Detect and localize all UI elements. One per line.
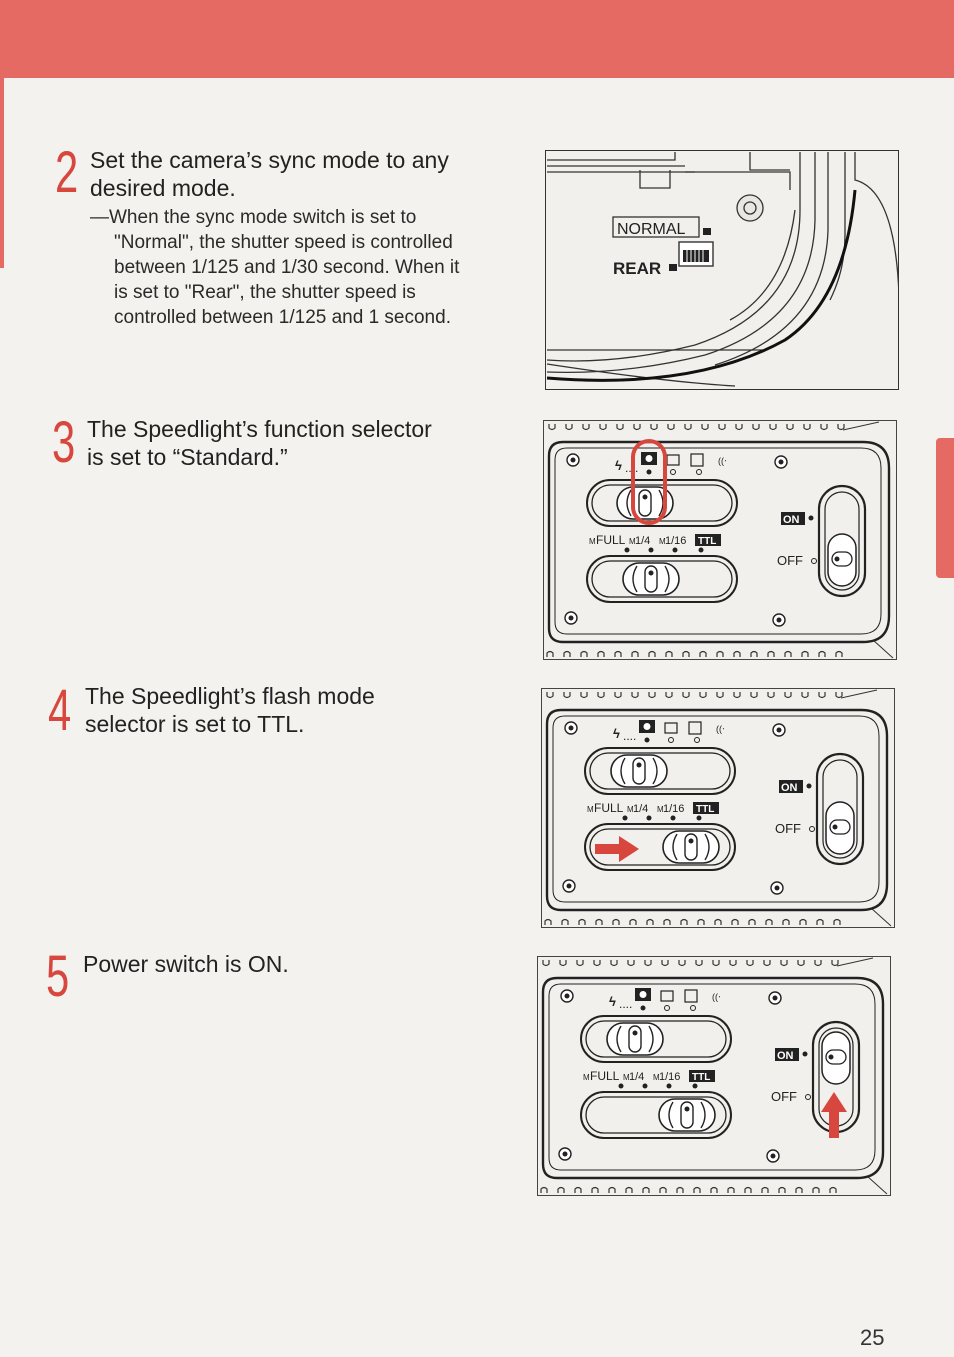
step-body: —When the sync mode switch is set to "No… — [90, 205, 459, 330]
on-badge — [779, 780, 803, 793]
off-label: OFF — [771, 1089, 797, 1104]
power-switch — [817, 484, 867, 598]
power-switch — [815, 752, 865, 866]
ttl-badge — [693, 802, 719, 814]
svg-text:M: M — [583, 1073, 590, 1082]
highlight-ring — [631, 439, 667, 525]
camera-outline-icon — [664, 722, 678, 734]
rear-label: REAR — [613, 259, 661, 278]
svg-text:1/16: 1/16 — [663, 803, 684, 815]
header-bar — [0, 0, 954, 78]
function-selector-slider — [586, 479, 738, 527]
wireless-icon: ((‧ — [718, 456, 727, 466]
step-heading-line: selector is set to TTL. — [85, 711, 305, 737]
svg-text:M: M — [629, 537, 636, 546]
on-label: ON — [781, 782, 798, 794]
step-heading-line: The Speedlight’s flash mode — [85, 683, 375, 709]
body-line: is set to "Rear", the shutter speed is — [114, 282, 416, 303]
step-number: 3 — [52, 410, 76, 475]
on-badge — [775, 1048, 799, 1061]
flash-mode-selector-slider — [580, 1091, 732, 1139]
wireless-icon: ((‧ — [712, 992, 721, 1002]
step-heading: The Speedlight’s function selector is se… — [87, 415, 432, 471]
function-selector-slider — [584, 747, 736, 795]
svg-text:1/16: 1/16 — [659, 1071, 680, 1083]
svg-text:FULL: FULL — [594, 801, 624, 815]
normal-label: NORMAL — [617, 221, 686, 238]
svg-text:FULL: FULL — [590, 1069, 620, 1083]
svg-text:M: M — [659, 537, 666, 546]
off-label: OFF — [777, 553, 803, 568]
ttl-label: TTL — [696, 804, 714, 815]
svg-text:M: M — [587, 805, 594, 814]
step-number: 4 — [48, 678, 72, 743]
flash-icon: ϟ — [609, 994, 616, 1009]
svg-text:M: M — [657, 805, 664, 814]
svg-text:1/4: 1/4 — [635, 535, 650, 547]
step-heading: Set the camera’s sync mode to any desire… — [90, 146, 449, 202]
ttl-badge — [695, 534, 721, 546]
panel-top-ridge — [548, 424, 845, 431]
step-number: 5 — [46, 944, 70, 1009]
flash-icon: ϟ — [613, 726, 620, 741]
panel-top-ridge — [542, 960, 839, 967]
step-heading-line: The Speedlight’s function selector — [87, 416, 432, 442]
camera-outline-icon — [660, 990, 674, 1002]
svg-text:FULL: FULL — [596, 533, 626, 547]
ttl-badge — [689, 1070, 715, 1082]
power-switch — [811, 1020, 861, 1134]
left-edge-stripe — [0, 78, 4, 268]
body-line: between 1/125 and 1/30 second. When it — [114, 257, 460, 278]
svg-text:M: M — [653, 1073, 660, 1082]
flash-mode-selector-slider — [584, 823, 736, 871]
step-heading: The Speedlight’s flash mode selector is … — [85, 682, 375, 738]
camera-sync-switch-illustration: NORMAL REAR — [545, 150, 899, 390]
step-heading-line: is set to “Standard.” — [87, 444, 288, 470]
chapter-tab — [936, 438, 954, 578]
on-label: ON — [783, 514, 800, 526]
svg-text:1/16: 1/16 — [665, 535, 686, 547]
bolt-box-icon — [690, 453, 704, 467]
svg-text:M: M — [589, 537, 596, 546]
wireless-icon: ((‧ — [716, 724, 725, 734]
step-heading-line: Set the camera’s sync mode to any — [90, 147, 449, 173]
svg-text:M: M — [627, 805, 634, 814]
bolt-box-icon — [684, 989, 698, 1003]
ttl-label: TTL — [692, 1072, 710, 1083]
panel-bottom-ridge — [546, 650, 843, 657]
panel-bottom-ridge — [544, 918, 841, 925]
on-badge — [781, 512, 805, 525]
off-label: OFF — [775, 821, 801, 836]
page-number: 25 — [860, 1325, 885, 1350]
body-line: —When the sync mode switch is set to — [90, 207, 417, 228]
flash-mode-selector-slider — [586, 555, 738, 603]
svg-text:M: M — [623, 1073, 630, 1082]
body-line: controlled between 1/125 and 1 second. — [114, 307, 451, 328]
dots-label: .... — [623, 729, 636, 743]
step-number: 2 — [55, 140, 79, 205]
ttl-label: TTL — [698, 536, 716, 547]
bolt-box-icon — [688, 721, 702, 735]
up-arrow-icon — [829, 1108, 839, 1138]
on-label: ON — [777, 1050, 794, 1062]
flash-icon: ϟ — [615, 458, 622, 473]
panel-bottom-ridge — [540, 1186, 837, 1193]
step-heading-line: Power switch is ON. — [83, 951, 289, 977]
body-line: "Normal", the shutter speed is controlle… — [114, 232, 453, 253]
step-heading-line: desired mode. — [90, 175, 236, 201]
dots-label: .... — [619, 997, 632, 1011]
step-heading: Power switch is ON. — [83, 950, 289, 978]
right-arrow-icon — [595, 844, 621, 854]
svg-text:1/4: 1/4 — [629, 1071, 644, 1083]
function-selector-slider — [580, 1015, 732, 1063]
svg-text:1/4: 1/4 — [633, 803, 648, 815]
panel-top-ridge — [546, 692, 843, 699]
